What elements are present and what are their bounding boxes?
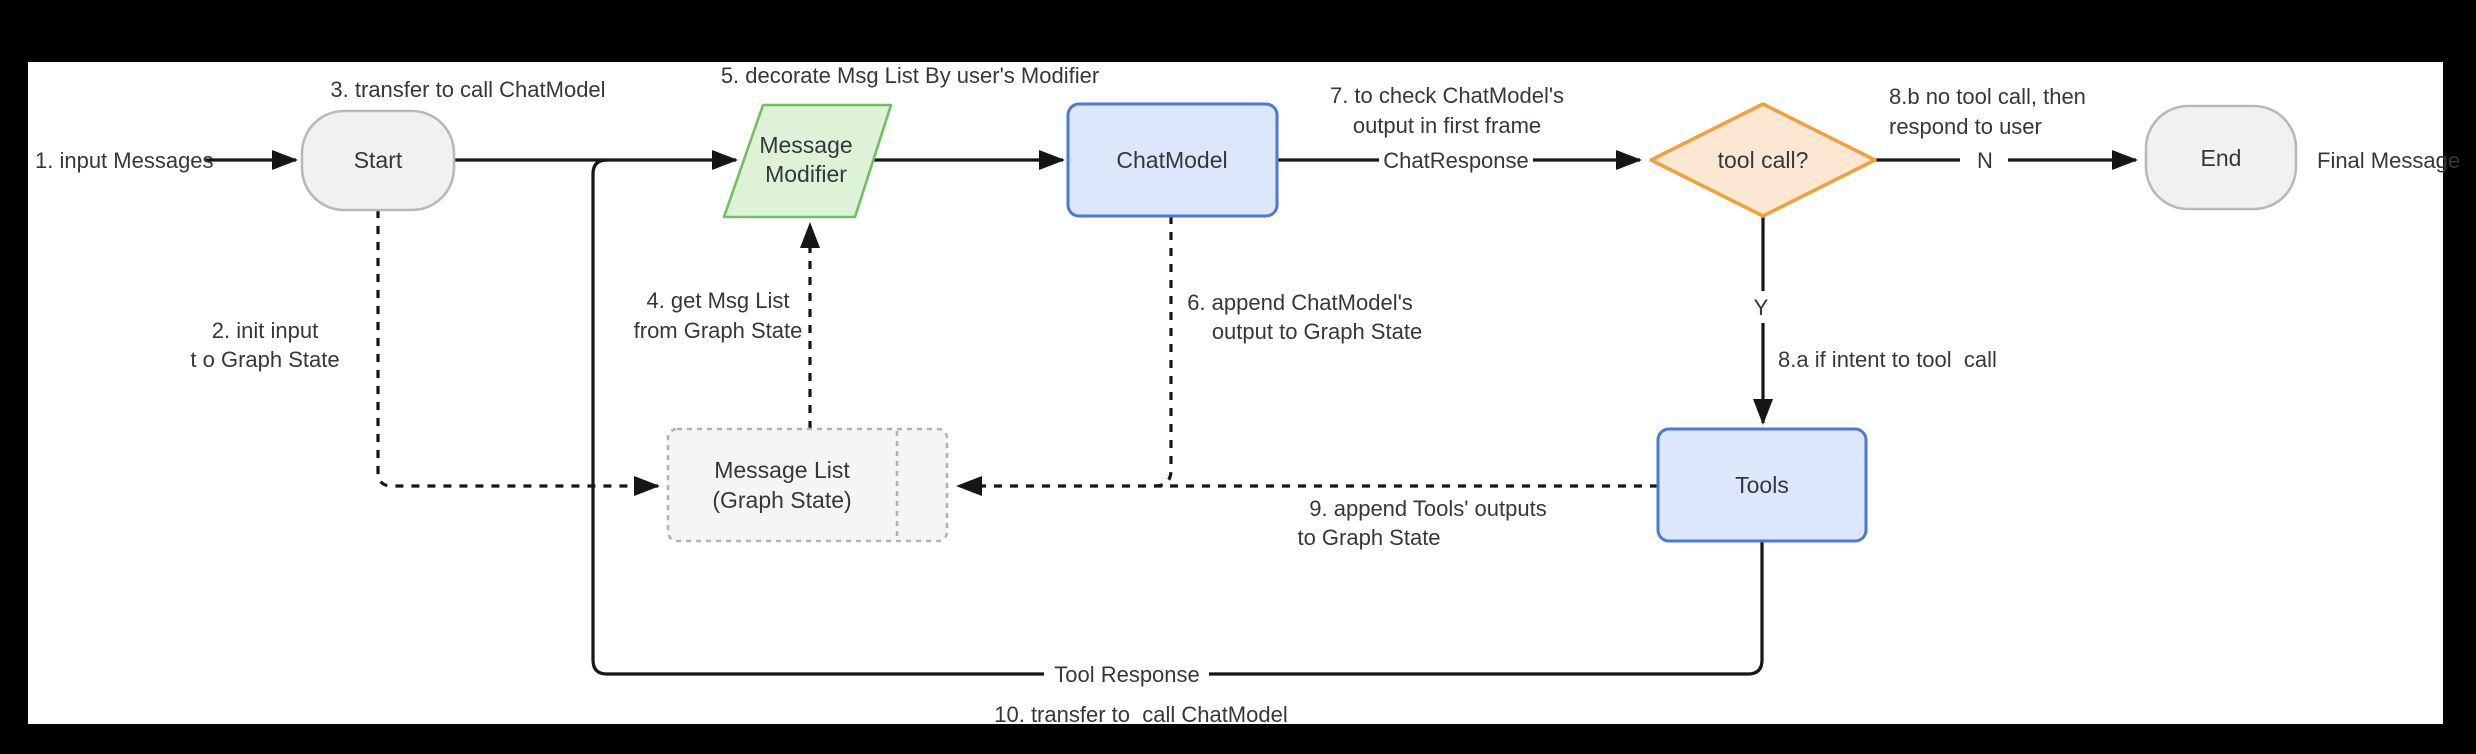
label-step9-append-tools-line2: to Graph State (1297, 525, 1440, 550)
label-step4-get-msg-line2: from Graph State (634, 318, 803, 343)
label-step8b-line1: 8.b no tool call, then (1889, 84, 2086, 109)
node-tools-label: Tools (1735, 472, 1789, 498)
label-step9-append-tools-line1: 9. append Tools' outputs (1309, 496, 1546, 521)
node-start-label: Start (354, 147, 403, 173)
label-step2-init-line1: 2. init input (212, 318, 318, 343)
label-branch-n: N (1977, 148, 1993, 173)
edge-tool-response-loop (591, 158, 1764, 676)
label-step6-append-line1: 6. append ChatModel's (1187, 290, 1413, 315)
node-chatmodel-label: ChatModel (1116, 147, 1227, 173)
label-step8b-line2: respond to user (1889, 114, 2042, 139)
node-tools (1656, 427, 1868, 543)
node-end (2144, 104, 2298, 211)
node-message-modifier (722, 103, 893, 219)
node-end-label: End (2201, 145, 2242, 171)
label-tool-response: Tool Response (1054, 662, 1200, 687)
node-message-list-label-line1: Message List (714, 457, 850, 483)
label-step1-input-messages: 1. input Messages (35, 148, 214, 173)
node-message-list-label-line2: (Graph State) (712, 487, 851, 513)
label-step10-transfer-back: 10. transfer to call ChatModel (994, 702, 1287, 727)
label-step4-get-msg-line1: 4. get Msg List (646, 288, 789, 313)
label-step7-check-line1: 7. to check ChatModel's (1330, 83, 1564, 108)
label-step3-transfer: 3. transfer to call ChatModel (330, 77, 605, 102)
label-chat-response: ChatResponse (1383, 148, 1529, 173)
node-message-modifier-label-line1: Message (759, 132, 852, 158)
edge-start-to-messagelist-dashed (376, 210, 660, 496)
node-start (300, 109, 456, 212)
node-chatmodel (1066, 102, 1279, 218)
label-branch-y: Y (1754, 295, 1769, 320)
label-step7-check-line2: output in first frame (1353, 113, 1541, 138)
node-tool-call-label: tool call? (1718, 147, 1809, 173)
node-message-list (666, 427, 949, 543)
label-step8a-if-intent: 8.a if intent to tool call (1778, 347, 1997, 372)
label-step5-decorate: 5. decorate Msg List By user's Modifier (721, 63, 1099, 88)
label-final-message: Final Message (2317, 148, 2460, 173)
label-step6-append-line2: output to Graph State (1212, 319, 1422, 344)
node-message-modifier-label-line2: Modifier (765, 161, 847, 187)
label-step2-init-line2: t o Graph State (190, 347, 339, 372)
node-tool-call-decision (1649, 102, 1877, 218)
